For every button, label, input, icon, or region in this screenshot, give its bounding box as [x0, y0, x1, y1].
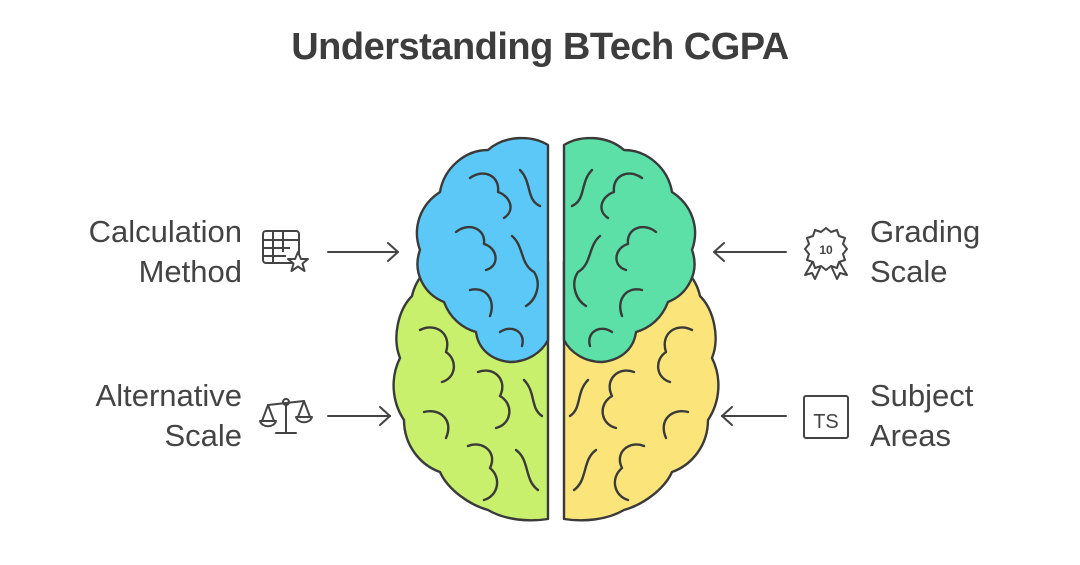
- label-line: Scale: [164, 418, 242, 453]
- label-line: Subject: [870, 378, 974, 413]
- brain-illustration: [392, 136, 720, 522]
- page-title: Understanding BTech CGPA: [291, 26, 789, 68]
- typescript-icon-text: TS: [813, 411, 839, 433]
- award-badge-icon: 10: [804, 227, 848, 280]
- label-alternative-scale: Alternative Scale: [40, 376, 242, 456]
- label-grading-scale: Grading Scale: [870, 212, 1050, 292]
- label-line: Alternative: [95, 378, 242, 413]
- label-calculation-method: Calculation Method: [40, 212, 242, 292]
- typescript-icon: TS: [803, 395, 849, 439]
- label-line: Grading: [870, 214, 981, 249]
- balance-scale-icon: [259, 398, 313, 434]
- arrow-subject-areas: [721, 406, 787, 426]
- label-line: Calculation: [88, 214, 242, 249]
- award-badge-number: 10: [819, 243, 833, 257]
- label-line: Method: [138, 254, 242, 289]
- arrow-grading-scale: [713, 242, 787, 262]
- arrow-calculation-method: [327, 242, 399, 262]
- label-line: Areas: [870, 418, 951, 453]
- brain-left-upper-lobe: [415, 136, 550, 364]
- brain-folds: [418, 168, 694, 502]
- label-subject-areas: Subject Areas: [870, 376, 1050, 456]
- brain-right-upper-lobe: [562, 136, 697, 364]
- label-line: Scale: [870, 254, 948, 289]
- spreadsheet-star-icon: [262, 230, 309, 272]
- arrow-alternative-scale: [327, 406, 391, 426]
